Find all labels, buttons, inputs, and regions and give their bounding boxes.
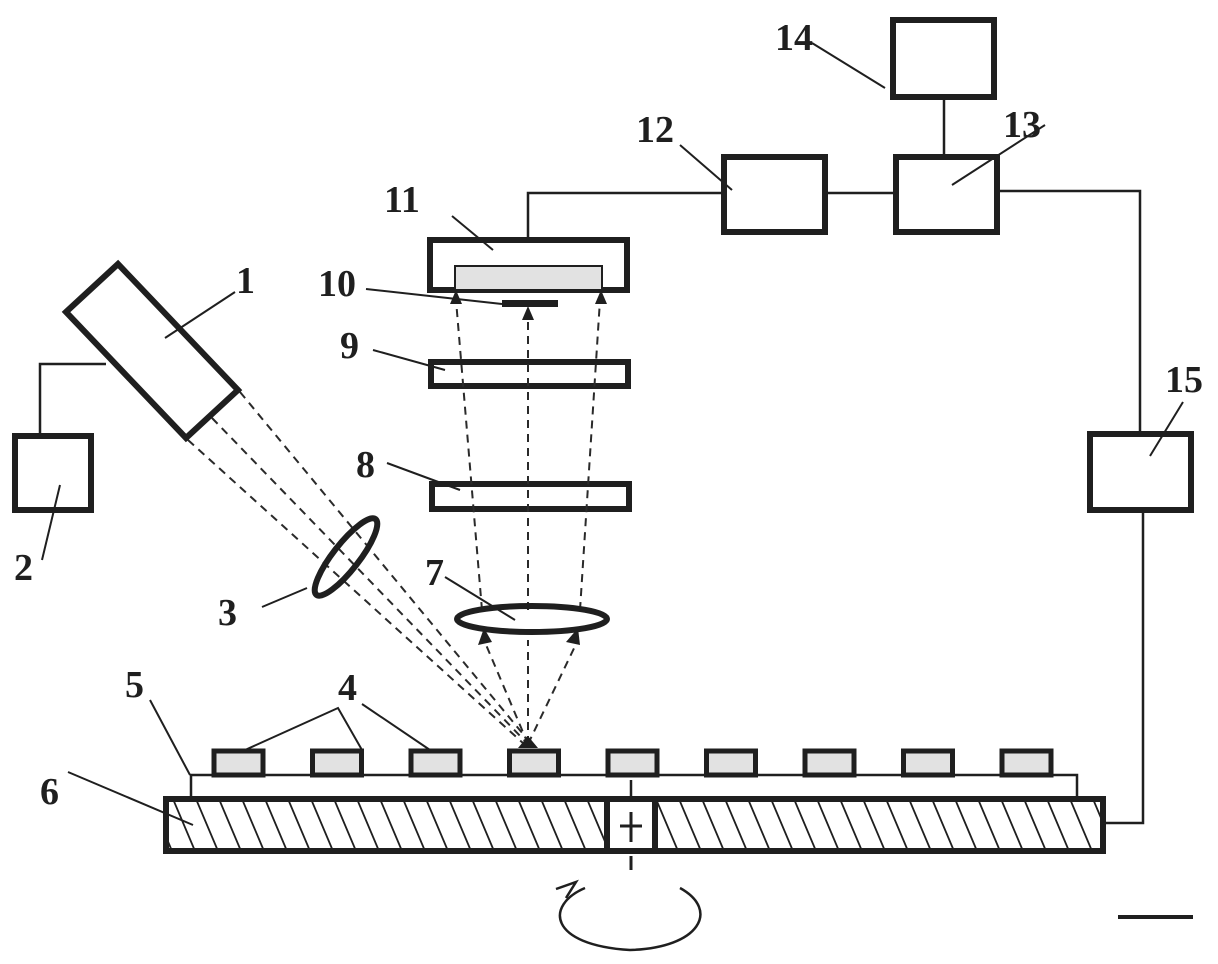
processing-unit (721, 154, 828, 235)
hatch-line (379, 799, 403, 851)
rotation-arrow-icon (555, 879, 702, 952)
hatch-line (563, 799, 587, 851)
hatch-line (954, 799, 978, 851)
incident-beam (187, 391, 529, 745)
condenser-lens (311, 515, 381, 599)
hatch-line (310, 799, 334, 851)
hatch-line (885, 799, 909, 851)
detector (427, 237, 630, 293)
controller (893, 154, 1000, 235)
label-4: 4 (338, 667, 357, 709)
sample (408, 748, 463, 778)
label-6: 6 (40, 771, 59, 813)
leader-lines (41, 42, 1184, 826)
wire-detector-to-12 (526, 191, 724, 240)
label-10: 10 (318, 263, 356, 305)
sample (507, 748, 561, 778)
sample (901, 748, 955, 778)
samples (211, 748, 1054, 778)
label-1: 1 (236, 260, 255, 302)
hatch-line (655, 799, 679, 851)
label-13: 13 (1003, 104, 1041, 146)
sample (999, 748, 1054, 778)
hatch-line (494, 799, 518, 851)
hatch-line (264, 799, 288, 851)
filter-lower (429, 481, 632, 512)
rotary-stage (163, 780, 1138, 870)
collected-beam (450, 290, 607, 748)
hatch-line (195, 799, 219, 851)
label-8: 8 (356, 444, 375, 486)
sample (802, 748, 857, 778)
hatch-line (1092, 799, 1103, 825)
hatch-line (747, 799, 771, 851)
filter-upper (428, 359, 631, 389)
sample-carrier-plate (189, 773, 1079, 801)
hatch-line (287, 799, 311, 851)
sample (211, 748, 266, 778)
hatch-line (1116, 799, 1138, 851)
hatch-line (1046, 799, 1070, 851)
label-11: 11 (384, 179, 420, 221)
hatch-line (931, 799, 955, 851)
hatch-line (356, 799, 380, 851)
label-2: 2 (14, 547, 33, 589)
label-3: 3 (218, 592, 237, 634)
wire-source-to-power (38, 362, 106, 435)
hatch-line (793, 799, 817, 851)
hatch-line (908, 799, 932, 851)
hatch-line (540, 799, 564, 851)
hatch-line (1000, 799, 1024, 851)
hatch-line (333, 799, 357, 851)
label-5: 5 (125, 664, 144, 706)
hatch-line (701, 799, 725, 851)
label-12: 12 (636, 109, 674, 151)
label-15: 15 (1165, 359, 1203, 401)
hatch-line (172, 799, 196, 851)
wire-13-to-15 (999, 189, 1142, 432)
hatch-line (839, 799, 863, 851)
motor-driver (1087, 431, 1194, 513)
hatch-line (862, 799, 886, 851)
label-9: 9 (340, 325, 359, 367)
hatch-line (977, 799, 1001, 851)
power-supply (12, 433, 94, 513)
hatch-line (770, 799, 794, 851)
label-14: 14 (775, 17, 813, 59)
wire-15-to-stage (1103, 511, 1145, 825)
hatch-line (816, 799, 840, 851)
label-7: 7 (425, 552, 444, 594)
display-unit (890, 17, 997, 100)
hatch-line (218, 799, 242, 851)
stop-plate (502, 300, 558, 307)
sample (605, 748, 660, 778)
hatch-line (448, 799, 472, 851)
hatch-line (471, 799, 495, 851)
hatch-line (678, 799, 702, 851)
light-source (61, 259, 243, 443)
hatch-line (402, 799, 426, 851)
hatch-line (517, 799, 541, 851)
hatch-line (425, 799, 449, 851)
hatch-line (1023, 799, 1047, 851)
hatch-line (241, 799, 265, 851)
sample (704, 748, 758, 778)
sample (310, 748, 364, 778)
hatch-line (724, 799, 748, 851)
objective-lens (454, 603, 610, 635)
hatch-line (1069, 799, 1093, 851)
